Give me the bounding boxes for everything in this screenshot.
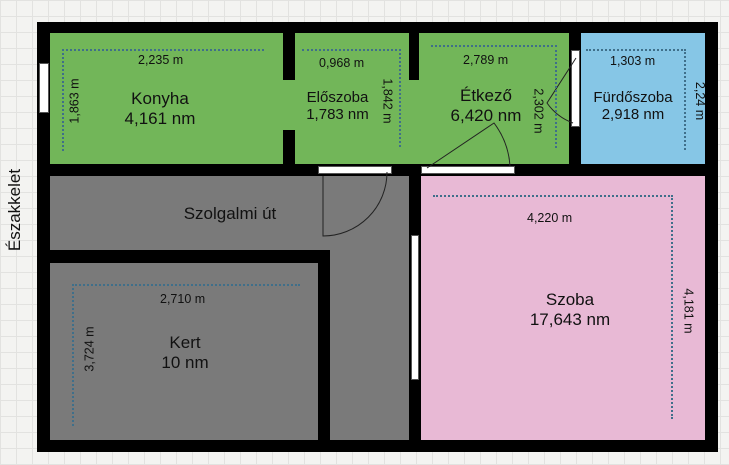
room-etkezo[interactable] xyxy=(419,33,569,164)
door-swing-etkezo xyxy=(426,122,511,169)
window-szoba[interactable] xyxy=(411,235,419,380)
konyha-name: Konyha xyxy=(131,89,189,108)
konyha-area: 4,161 nm xyxy=(124,108,196,128)
eloszoba-area: 1,783 nm xyxy=(306,106,369,124)
door-etkezo[interactable] xyxy=(421,166,515,174)
szoba-name: Szoba xyxy=(545,290,595,309)
etkezo-label: Étkező 6,420 nm xyxy=(436,86,536,125)
szoba-height: 4,181 m xyxy=(681,288,696,334)
room-szoba[interactable] xyxy=(421,176,705,440)
kert-width: 2,710 m xyxy=(160,292,206,306)
door-szolgalmi[interactable] xyxy=(318,166,392,174)
opening-eloszoba-etkezo xyxy=(408,80,420,164)
furdoszoba-height: 2,24 m xyxy=(693,81,708,121)
room-eloszoba[interactable] xyxy=(295,33,409,164)
furdoszoba-width: 1,303 m xyxy=(610,54,656,68)
room-szolgalmi-ut[interactable] xyxy=(50,176,409,250)
furdoszoba-label: Fürdőszoba 2,918 nm xyxy=(584,89,682,124)
eloszoba-width: 0,968 m xyxy=(319,56,365,70)
kert-area: 10 nm xyxy=(161,352,209,372)
furdoszoba-name: Fürdőszoba xyxy=(593,89,673,106)
window-konyha[interactable] xyxy=(39,63,49,113)
kert-height: 3,724 m xyxy=(82,326,97,372)
szoba-width: 4,220 m xyxy=(527,211,573,225)
etkezo-area: 6,420 nm xyxy=(450,105,522,125)
dim-line-eloszoba xyxy=(302,49,401,147)
eloszoba-label: Előszoba 1,783 nm xyxy=(290,89,385,124)
door-swing-szolgalmi xyxy=(322,171,388,237)
dim-line-etkezo xyxy=(431,45,557,148)
szoba-area: 17,643 nm xyxy=(529,309,611,329)
etkezo-name: Étkező xyxy=(460,86,512,105)
dim-line-szoba xyxy=(433,195,673,419)
dim-line-konyha xyxy=(62,49,264,151)
room-szolgalmi-ut-leg xyxy=(330,249,409,440)
kert-label: Kert 10 nm xyxy=(140,333,230,372)
kert-name: Kert xyxy=(169,333,201,352)
opening-konyha-eloszoba xyxy=(282,80,296,130)
furdoszoba-area: 2,918 nm xyxy=(601,106,665,124)
konyha-height: 1,863 m xyxy=(67,78,82,124)
room-konyha[interactable] xyxy=(50,33,283,164)
dim-line-kert xyxy=(72,284,300,426)
konyha-width: 2,235 m xyxy=(138,53,184,67)
room-kert[interactable] xyxy=(50,263,318,440)
etkezo-width: 2,789 m xyxy=(463,53,509,67)
eloszoba-name: Előszoba xyxy=(306,89,369,106)
orientation-label: Északkelet xyxy=(5,168,24,252)
door-furdoszoba[interactable] xyxy=(571,50,580,127)
szolgalmi-ut-label: Szolgalmi út xyxy=(183,204,277,223)
konyha-label: Konyha 4,161 nm xyxy=(105,89,215,128)
szoba-label: Szoba 17,643 nm xyxy=(515,290,625,329)
dim-line-furdoszoba xyxy=(586,49,686,150)
